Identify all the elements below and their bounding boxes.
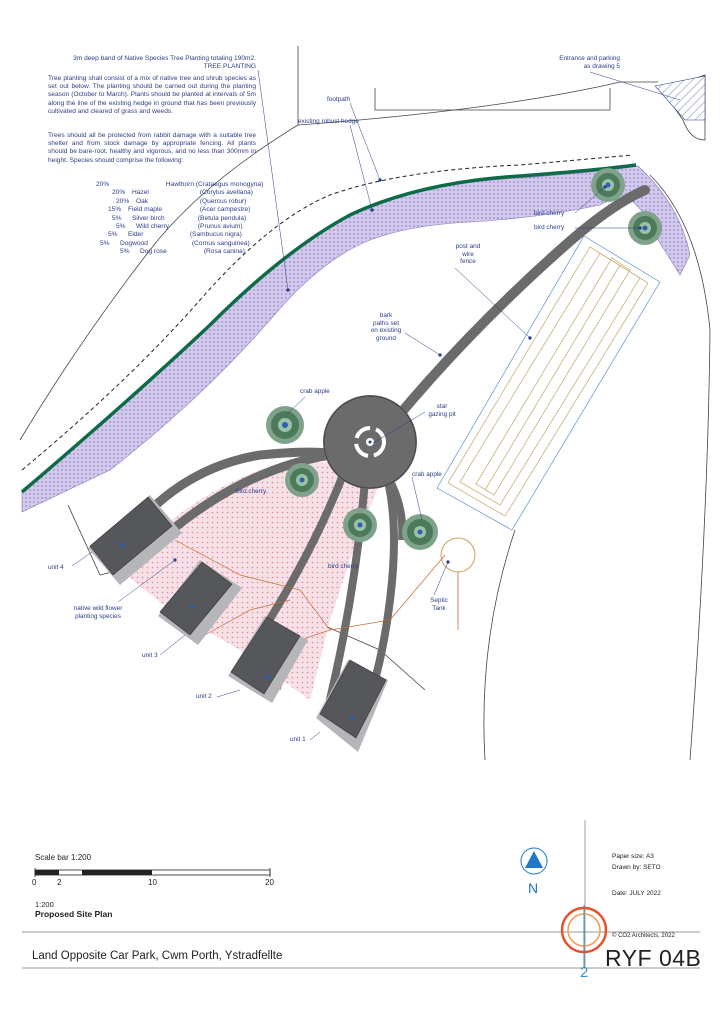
- paper-size: Paper size: A3: [612, 853, 654, 860]
- septic-tank: [440, 537, 476, 630]
- scale-tick-0: 0: [32, 878, 37, 887]
- drawn-by: Drawn by: SETO: [612, 864, 661, 871]
- hedge-label: existing robust hedge: [298, 118, 359, 125]
- tree-crab-apple-north: [266, 406, 304, 444]
- footpath-dashed-line: [21, 154, 633, 471]
- logo-digit: 2: [580, 964, 589, 981]
- label-leader-lines: [71, 69, 681, 741]
- tree-bird-cherry-centre: [343, 508, 377, 542]
- unit-3-building: [158, 560, 242, 645]
- species-row: 5%Wild cherry (Prunus avium): [116, 223, 243, 231]
- north-arrow: [520, 847, 548, 875]
- scale-tick-10: 10: [148, 878, 157, 887]
- site-boundary-lines: [19, 46, 711, 761]
- species-row: 20%Oak (Quercus robur): [116, 197, 247, 205]
- species-row: 20%Hawthorn (Crataegus monogyna): [96, 181, 264, 188]
- species-row: 5%Elder (Sambucus nigra): [108, 231, 242, 239]
- entrance-parking-area: [654, 75, 706, 121]
- north-label: N: [528, 880, 539, 896]
- trees: [266, 168, 662, 550]
- star-gazing-pit: [323, 395, 417, 489]
- project-title: Land Opposite Car Park, Cwm Porth, Ystra…: [32, 950, 283, 962]
- species-row: 5%Silver birch (Betula pendula): [112, 214, 247, 222]
- unit-2-label: unit 2: [196, 693, 212, 700]
- bird-cherry-label-centre: bird cherry: [328, 563, 359, 570]
- units: [88, 495, 388, 752]
- crab-apple-label-north: crab apple: [300, 388, 330, 395]
- tree-bird-cherry-ne2: [628, 211, 662, 245]
- unit-3-label: unit 3: [142, 652, 158, 659]
- species-row: 15%Field maple (Acer campestre): [108, 206, 251, 214]
- tree-bird-cherry-ne1: [591, 168, 625, 202]
- unit-2-building: [228, 616, 308, 703]
- planting-paragraph-2: Trees should all be protected from rabbi…: [48, 132, 256, 164]
- scale-bar-graphic: [34, 868, 271, 877]
- scale-tick-20: 20: [265, 878, 274, 887]
- title-block-frame: [22, 820, 700, 969]
- footpath-outline: [374, 88, 611, 111]
- scale-bar-label: Scale bar 1:200: [35, 853, 92, 862]
- bird-cherry-label-west: bird cherry: [236, 488, 267, 495]
- tree-planting-heading: 3m deep band of Native Species Tree Plan…: [48, 55, 256, 71]
- tree-bird-cherry-west: [285, 463, 319, 497]
- scale-tick-2: 2: [57, 878, 62, 887]
- species-list: 20%Hawthorn (Crataegus monogyna) 20%Haze…: [96, 181, 263, 257]
- copyright: © CO2 Architects, 2022: [612, 933, 675, 939]
- planting-band-note: 3m deep band of Native Species Tree Plan…: [73, 55, 256, 62]
- species-row: 5%Dogwood (Cornus sanguinea): [100, 239, 250, 247]
- unit-1-label: unit 1: [290, 736, 306, 743]
- unit-4-label: unit 4: [48, 564, 64, 571]
- footpath-label: footpath: [327, 96, 351, 103]
- tree-crab-apple-east: [402, 514, 438, 550]
- unit-1-building: [316, 659, 388, 752]
- unit-4-building: [88, 495, 182, 585]
- post-and-wire-fence: [436, 235, 661, 531]
- tree-planting-title: TREE PLANTING: [203, 63, 256, 71]
- existing-hedge: [20, 163, 637, 494]
- species-row: 20%Hazel (Corylus avellana): [112, 189, 253, 197]
- drawing-title: Proposed Site Plan: [35, 909, 113, 919]
- scale-text: 1:200: [35, 900, 54, 909]
- species-row: 5%Dog rose (Rosa canina): [120, 248, 245, 256]
- planting-paragraph-1: Tree planting shall consist of a mix of …: [48, 75, 256, 115]
- crab-apple-label-east: crab apple: [412, 471, 442, 478]
- bird-cherry-label-ne1: bird cherry: [534, 210, 565, 217]
- drawing-date: Date: JULY 2022: [612, 890, 661, 897]
- co2-logo: [560, 905, 608, 968]
- drawing-number: RYF 04B: [605, 945, 702, 971]
- bird-cherry-label-ne2: bird cherry: [534, 224, 565, 231]
